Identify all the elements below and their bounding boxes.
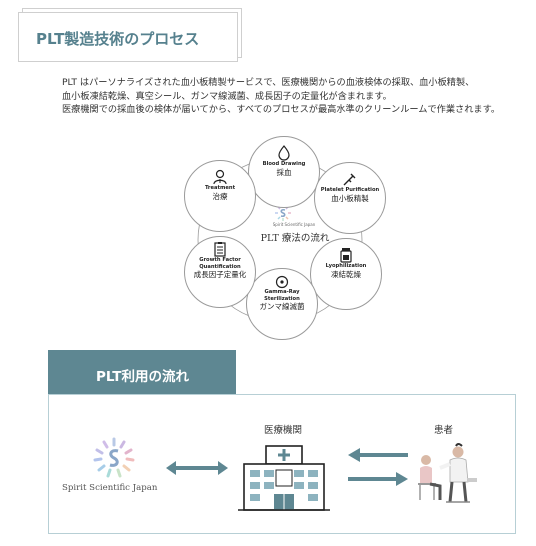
arrow-right-icon — [348, 472, 408, 486]
step-jp: ガンマ線滅菌 — [259, 302, 305, 311]
step-en: Treatment — [204, 185, 236, 191]
step-jp: 採血 — [276, 167, 292, 177]
intro-paragraph: PLT はパーソナライズされた血小板精製サービスで、医療機関からの血液検体の採取… — [62, 76, 522, 117]
step-en: Growth Factor Quantification — [199, 257, 241, 270]
blood-drop-icon — [278, 145, 290, 161]
flow-title: PLT利用の流れ — [96, 369, 189, 385]
vial-icon — [340, 248, 352, 263]
step-en: Platelet Purification — [320, 187, 380, 193]
clipboard-icon — [214, 242, 226, 257]
page-title: PLT製造技術のプロセス — [36, 30, 200, 48]
doctor-patient-illustration-icon — [418, 443, 477, 503]
step-en: Blood Drawing — [262, 161, 306, 167]
arrow-left-icon — [348, 448, 408, 462]
syringe-icon — [343, 173, 356, 186]
center-brand: Spirit Scientific Japan — [272, 222, 316, 227]
step-jp: 成長因子定量化 — [193, 270, 247, 279]
doctor-icon — [213, 169, 227, 185]
flow-tab — [48, 350, 236, 394]
hospital-icon — [238, 445, 330, 511]
intro-line: 医療機関での採血後の検体が届いてから、すべてのプロセスが最高水準のクリーンルーム… — [62, 104, 501, 115]
brand-logo-large-icon — [93, 437, 135, 478]
double-arrow-icon — [166, 461, 228, 475]
step-jp: 血小板精製 — [331, 193, 369, 203]
step-treatment: Treatment 治療 — [184, 160, 256, 232]
title-box — [18, 12, 238, 62]
step-growth-factor-quantification: Growth Factor Quantification 成長因子定量化 — [184, 236, 256, 308]
step-lyophilization: Lyophilization 凍結乾燥 — [310, 238, 382, 310]
shield-icon — [275, 275, 289, 289]
hospital-label: 医療機関 — [264, 425, 303, 436]
step-jp: 凍結乾燥 — [331, 269, 361, 279]
center-label: PLT 療法の流れ — [260, 233, 330, 244]
step-gamma-ray-sterilization: Gamma-Ray Sterilization ガンマ線滅菌 — [246, 268, 318, 340]
intro-line: PLT はパーソナライズされた血小板精製サービスで、医療機関からの血液検体の採取… — [62, 77, 475, 88]
step-en: Lyophilization — [325, 263, 367, 269]
step-jp: 治療 — [212, 191, 228, 201]
step-en: Gamma-Ray Sterilization — [264, 289, 300, 302]
brand-name: Spirit Scientific Japan — [62, 483, 158, 493]
step-blood-drawing: Blood Drawing 採血 — [248, 136, 320, 208]
patient-label: 患者 — [434, 425, 454, 436]
brand-logo-icon — [275, 205, 291, 221]
step-platelet-purification: Platelet Purification 血小板精製 — [314, 162, 386, 234]
intro-line: 血小板凍結乾燥、真空シール、ガンマ線滅菌、成長因子の定量化が含まれます。 — [62, 90, 392, 102]
